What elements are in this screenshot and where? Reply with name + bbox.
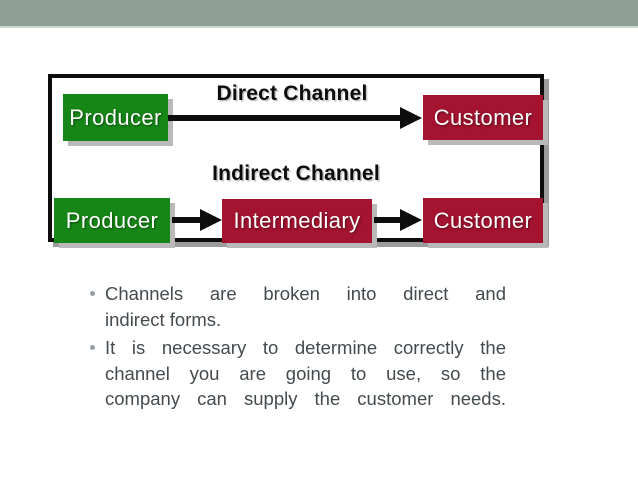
producer-intermediary-arrow-head-icon — [200, 209, 222, 231]
channels-diagram: Direct Channel Producer Customer Indirec… — [48, 74, 544, 243]
producer-intermediary-arrow-shaft — [172, 217, 200, 223]
direct-channel-title: Direct Channel — [216, 82, 368, 105]
customer-box-direct-label: Customer — [433, 104, 533, 130]
bullet-line: Channels are broken into direct and — [105, 283, 506, 304]
intermediary-customer-arrow-head-icon — [400, 209, 422, 231]
bullet-line: indirect forms. — [105, 308, 222, 330]
bullet-item: Channels are broken into direct and indi… — [88, 281, 506, 332]
bullet-line: company can supply the customer needs. — [105, 388, 506, 409]
bullet-line: It is necessary to determine correctly t… — [105, 337, 506, 358]
producer-box-indirect: Producer — [54, 198, 170, 243]
intermediary-box-label: Intermediary — [233, 208, 361, 233]
bullet-dot-icon — [90, 291, 95, 296]
producer-box-indirect-label: Producer — [65, 207, 159, 233]
customer-box-indirect-label: Customer — [433, 207, 533, 233]
bullet-item: It is necessary to determine correctly t… — [88, 335, 506, 412]
intermediary-box: Intermediary — [222, 199, 372, 243]
customer-box-direct: Customer — [423, 95, 543, 140]
bullet-list: Channels are broken into direct and indi… — [88, 281, 506, 415]
indirect-channel-title: Indirect Channel — [212, 162, 380, 185]
top-accent-bar — [0, 0, 638, 28]
bullet-line: channel you are going to use, so the — [105, 362, 506, 384]
producer-box-direct-label: Producer — [69, 104, 162, 130]
intermediary-customer-arrow-shaft — [374, 217, 400, 223]
direct-arrow-head-icon — [400, 107, 422, 129]
bullet-dot-icon — [90, 345, 95, 350]
direct-arrow-shaft — [168, 115, 400, 121]
producer-box-direct: Producer — [63, 94, 168, 141]
customer-box-indirect: Customer — [423, 198, 543, 243]
